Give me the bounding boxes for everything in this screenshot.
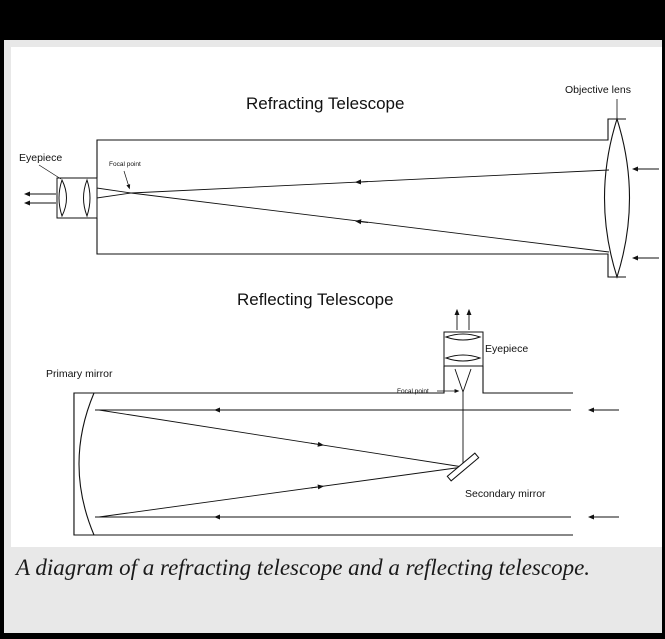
objective-lens	[604, 117, 630, 279]
primary-mirror-label: Primary mirror	[46, 368, 113, 380]
refracting-exit-arrows	[23, 191, 56, 206]
refracting-tube	[96, 118, 626, 278]
reflecting-rays	[95, 368, 619, 520]
refracting-title: Refracting Telescope	[246, 94, 404, 113]
refracting-rays	[82, 166, 659, 261]
primary-mirror	[73, 392, 95, 536]
refracting-telescope: Refracting Telescope Objective lens	[19, 84, 659, 279]
reflecting-tube	[73, 366, 573, 536]
reflecting-exit-arrows	[454, 308, 472, 330]
reflecting-eyepiece-label: Eyepiece	[485, 343, 528, 355]
telescope-diagram: Refracting Telescope Objective lens	[11, 47, 662, 547]
reflecting-eyepiece	[443, 331, 484, 367]
reflecting-telescope: Reflecting Telescope Primary mirror	[46, 290, 619, 536]
figure-panel: Refracting Telescope Objective lens	[4, 40, 662, 633]
reflecting-title: Reflecting Telescope	[237, 290, 394, 309]
secondary-mirror	[446, 452, 480, 482]
refracting-eyepiece-label: Eyepiece	[19, 152, 62, 164]
refracting-eyepiece	[56, 177, 98, 219]
secondary-mirror-label: Secondary mirror	[465, 488, 546, 500]
refracting-focal-label: Focal point	[109, 161, 141, 168]
reflecting-focal-label: Focal point	[397, 388, 429, 395]
page-frame: Refracting Telescope Objective lens	[0, 40, 665, 639]
focal-leader	[123, 170, 131, 190]
objective-lens-label: Objective lens	[565, 84, 631, 96]
eyepiece-leader	[38, 164, 62, 180]
figure-caption: A diagram of a refracting telescope and …	[16, 555, 591, 580]
